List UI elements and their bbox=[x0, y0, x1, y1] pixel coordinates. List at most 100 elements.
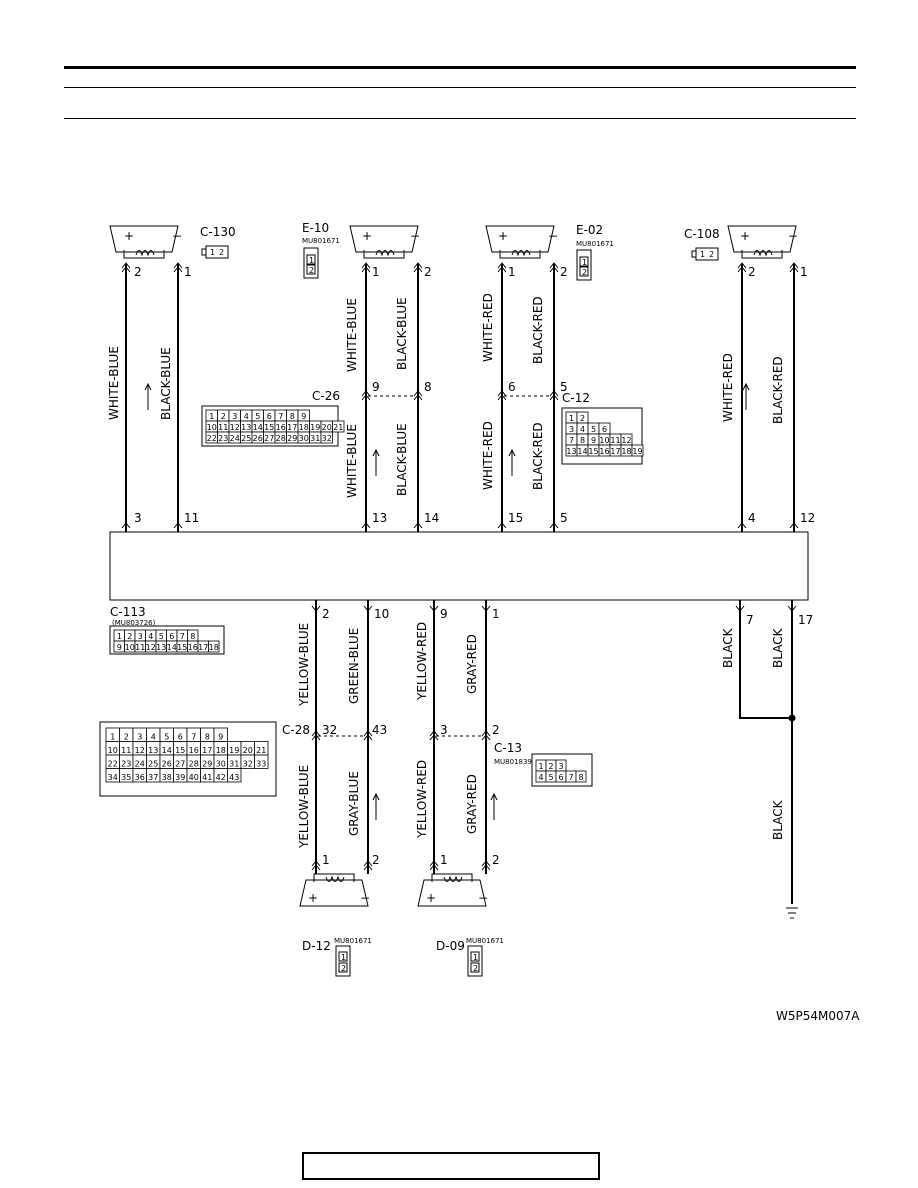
pin-number: 6 bbox=[558, 773, 563, 782]
pin-label: 13 bbox=[372, 511, 387, 525]
pin-number: 26 bbox=[253, 434, 263, 443]
pin-number: 1 bbox=[110, 733, 115, 742]
pin-number: 32 bbox=[322, 434, 332, 443]
pin-number: 26 bbox=[162, 760, 172, 769]
pin-number: 34 bbox=[108, 773, 118, 782]
svg-text:1: 1 bbox=[309, 256, 314, 265]
connector-label-e02: E-02 bbox=[576, 223, 603, 237]
speaker-plus: + bbox=[124, 229, 134, 243]
wire-color: GRAY-BLUE bbox=[347, 771, 361, 836]
pin-number: 35 bbox=[121, 773, 131, 782]
wire-color: WHITE-BLUE bbox=[345, 298, 359, 372]
pin-number: 13 bbox=[156, 643, 166, 652]
pin-number: 1 bbox=[117, 632, 122, 641]
pin-number: 15 bbox=[177, 643, 187, 652]
junction-label-c12: C-12 bbox=[562, 391, 590, 405]
speaker-minus: − bbox=[172, 229, 182, 243]
header-rule-bottom bbox=[64, 118, 856, 119]
pin-number: 27 bbox=[175, 760, 185, 769]
pin-cell bbox=[320, 431, 333, 444]
pin-number: 10 bbox=[207, 423, 217, 432]
speaker-d12: + − bbox=[299, 873, 370, 907]
wire-color: YELLOW-RED bbox=[415, 622, 429, 701]
pin-number: 18 bbox=[299, 423, 309, 432]
connector-label-c130: C-130 bbox=[200, 225, 236, 239]
pin-number: 11 bbox=[610, 436, 620, 445]
pin-number: 5 bbox=[255, 412, 260, 421]
pin-label: 10 bbox=[374, 607, 389, 621]
pin-number: 8 bbox=[205, 733, 210, 742]
pin-number: 10 bbox=[125, 643, 135, 652]
wire-color: BLACK-BLUE bbox=[159, 347, 173, 420]
pin-number: 9 bbox=[117, 643, 122, 652]
pin-number: 16 bbox=[276, 423, 286, 432]
pin-number: 30 bbox=[216, 760, 226, 769]
wire-color: WHITE-BLUE bbox=[107, 346, 121, 420]
pin-label: 11 bbox=[184, 511, 199, 525]
pin-number: 12 bbox=[621, 436, 631, 445]
speaker-minus: − bbox=[548, 229, 558, 243]
svg-text:2: 2 bbox=[582, 268, 587, 277]
pin-number: 3 bbox=[137, 733, 142, 742]
speaker-c108: + − bbox=[727, 225, 798, 259]
pin-number: 13 bbox=[241, 423, 251, 432]
pin-label: 14 bbox=[424, 511, 439, 525]
pin-number: 10 bbox=[108, 746, 118, 755]
connector-icon-e02: 1 2 bbox=[576, 249, 592, 281]
connector-label-c108: C-108 bbox=[684, 227, 720, 241]
svg-text:1: 1 bbox=[210, 248, 215, 257]
pin-number: 25 bbox=[148, 760, 158, 769]
connector-label-e10: E-10 bbox=[302, 221, 329, 235]
connector-part-d12: MU801671 bbox=[334, 937, 372, 945]
wire-color: YELLOW-BLUE bbox=[297, 623, 311, 707]
connector-part-e02: MU801671 bbox=[576, 240, 614, 248]
pin-number: 16 bbox=[188, 643, 198, 652]
wire-color: BLACK-BLUE bbox=[395, 297, 409, 370]
pin-number: 9 bbox=[218, 733, 223, 742]
pin-label: 1 bbox=[184, 265, 192, 279]
pin-number: 16 bbox=[189, 746, 199, 755]
pin-number: 23 bbox=[218, 434, 228, 443]
wire-color: BLACK-BLUE bbox=[395, 423, 409, 496]
pin-number: 2 bbox=[548, 762, 553, 771]
pin-number: 31 bbox=[310, 434, 320, 443]
svg-text:2: 2 bbox=[709, 250, 714, 259]
pin-number: 4 bbox=[148, 632, 153, 641]
pin-label: 3 bbox=[134, 511, 142, 525]
speaker-minus: − bbox=[478, 891, 488, 905]
pin-number: 4 bbox=[151, 733, 156, 742]
pin-cell bbox=[208, 640, 220, 653]
pin-cell bbox=[575, 770, 587, 783]
pin-number: 1 bbox=[209, 412, 214, 421]
pin-number: 14 bbox=[167, 643, 177, 652]
pin-number: 18 bbox=[216, 746, 226, 755]
connector-part-e10: MU801671 bbox=[302, 237, 340, 245]
pin-number: 41 bbox=[202, 773, 212, 782]
pin-label: 43 bbox=[372, 723, 387, 737]
connector-label-d09: D-09 bbox=[436, 939, 465, 953]
speaker-e10: + − bbox=[349, 225, 420, 259]
pin-cell bbox=[631, 444, 644, 457]
pin-number: 8 bbox=[290, 412, 295, 421]
pin-cell bbox=[227, 768, 242, 783]
pin-number: 12 bbox=[230, 423, 240, 432]
top-wires bbox=[125, 264, 795, 532]
pin-number: 3 bbox=[558, 762, 563, 771]
pin-label: 12 bbox=[800, 511, 815, 525]
pin-label: 2 bbox=[424, 265, 432, 279]
pin-number: 32 bbox=[243, 760, 253, 769]
pin-number: 1 bbox=[569, 414, 574, 423]
top-chevrons bbox=[121, 262, 799, 529]
signal-arrows-top bbox=[144, 382, 750, 476]
pin-label: 2 bbox=[748, 265, 756, 279]
pin-number: 4 bbox=[244, 412, 249, 421]
svg-text:2: 2 bbox=[219, 248, 224, 257]
pin-number: 21 bbox=[333, 423, 343, 432]
wire-color: BLACK bbox=[771, 799, 785, 840]
speaker-plus: + bbox=[740, 229, 750, 243]
wire-color: YELLOW-RED bbox=[415, 760, 429, 839]
pin-number: 18 bbox=[209, 643, 219, 652]
pin-number: 17 bbox=[202, 746, 212, 755]
